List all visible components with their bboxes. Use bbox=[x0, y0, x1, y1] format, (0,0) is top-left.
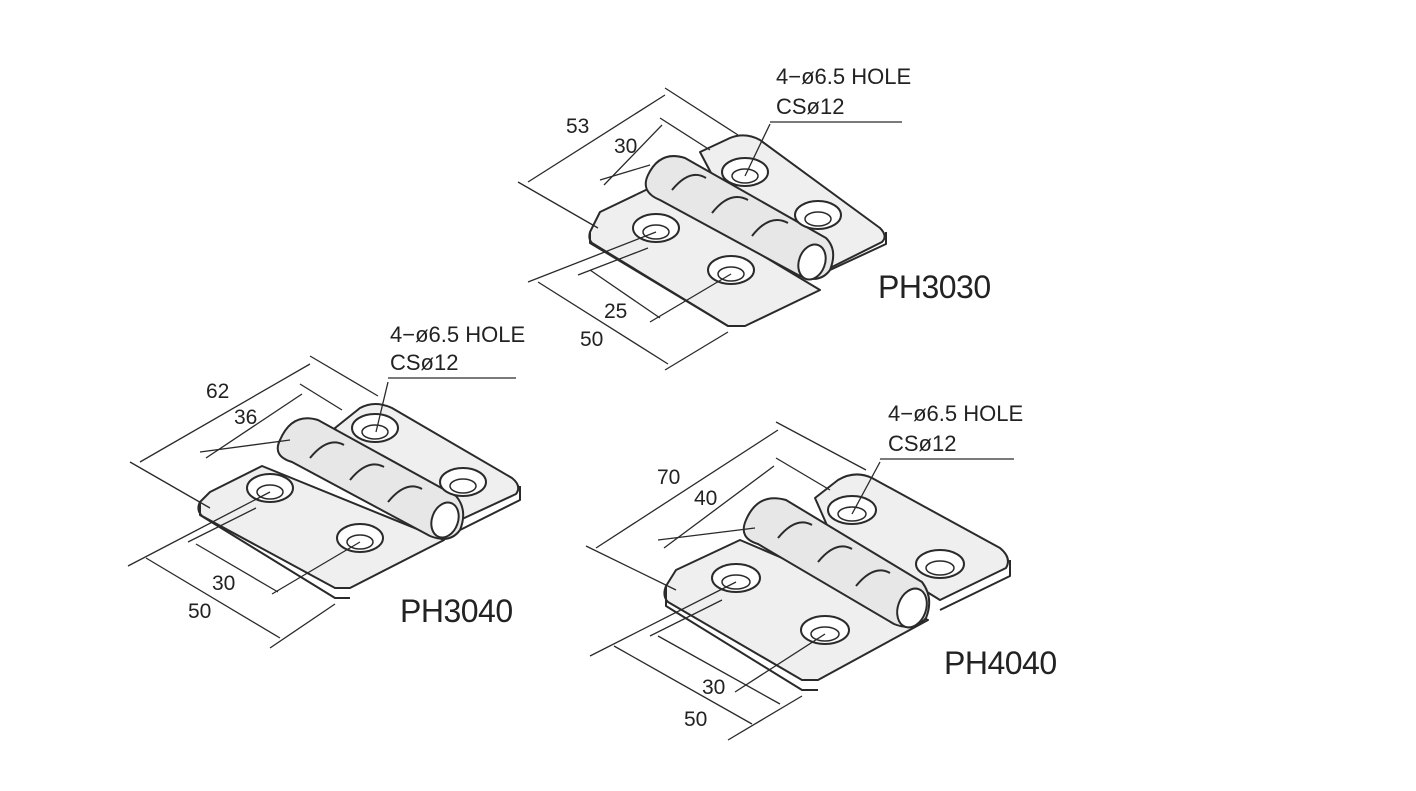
dim-ph4040-width: 50 bbox=[684, 708, 707, 731]
hole-note-ph4040: 4−ø6.5 HOLE bbox=[888, 401, 1023, 426]
dim-ph3030-knuckle: 30 bbox=[614, 135, 637, 158]
cs-note-ph4040: CSø12 bbox=[888, 431, 956, 456]
model-label-ph4040: PH4040 bbox=[944, 645, 1057, 681]
dim-ph3030-width: 50 bbox=[580, 328, 603, 351]
cs-note-ph3030: CSø12 bbox=[776, 94, 844, 119]
dim-ph3040-knuckle: 36 bbox=[234, 406, 257, 429]
dim-ph3040-overall: 62 bbox=[206, 380, 229, 403]
cs-note-ph3040: CSø12 bbox=[390, 350, 458, 375]
model-label-ph3030: PH3030 bbox=[878, 269, 991, 305]
hinge-ph4040: 70 40 30 50 4−ø6.5 HOLE CSø12 PH4040 bbox=[585, 401, 1057, 741]
hinge-ph3040-body bbox=[197, 403, 521, 599]
dim-ph4040-overall: 70 bbox=[657, 466, 680, 489]
hole-note-ph3040: 4−ø6.5 HOLE bbox=[390, 322, 525, 347]
dim-ph3040-width: 50 bbox=[188, 600, 211, 623]
model-label-ph3040: PH3040 bbox=[400, 593, 513, 629]
hinge-ph4040-dimension-lines bbox=[585, 421, 1014, 741]
hinge-ph3030-dimension-lines bbox=[517, 87, 902, 371]
hinge-ph3040-dimension-lines bbox=[127, 355, 516, 649]
dim-ph4040-hole-pitch: 30 bbox=[702, 676, 725, 699]
hinge-ph3040: 62 36 30 50 4−ø6.5 HOLE CSø12 PH3040 bbox=[127, 322, 525, 649]
hinge-ph3030: 53 30 25 50 4−ø6.5 HOLE CSø12 PH3030 bbox=[517, 64, 991, 371]
hinge-ph4040-body bbox=[663, 473, 1011, 691]
hole-note-ph3030: 4−ø6.5 HOLE bbox=[776, 64, 911, 89]
dim-ph4040-knuckle: 40 bbox=[694, 487, 717, 510]
hinge-ph3030-body bbox=[588, 134, 887, 327]
dim-ph3030-overall: 53 bbox=[566, 115, 589, 138]
dim-ph3040-hole-pitch: 30 bbox=[212, 572, 235, 595]
dim-ph3030-hole-pitch: 25 bbox=[604, 300, 627, 323]
